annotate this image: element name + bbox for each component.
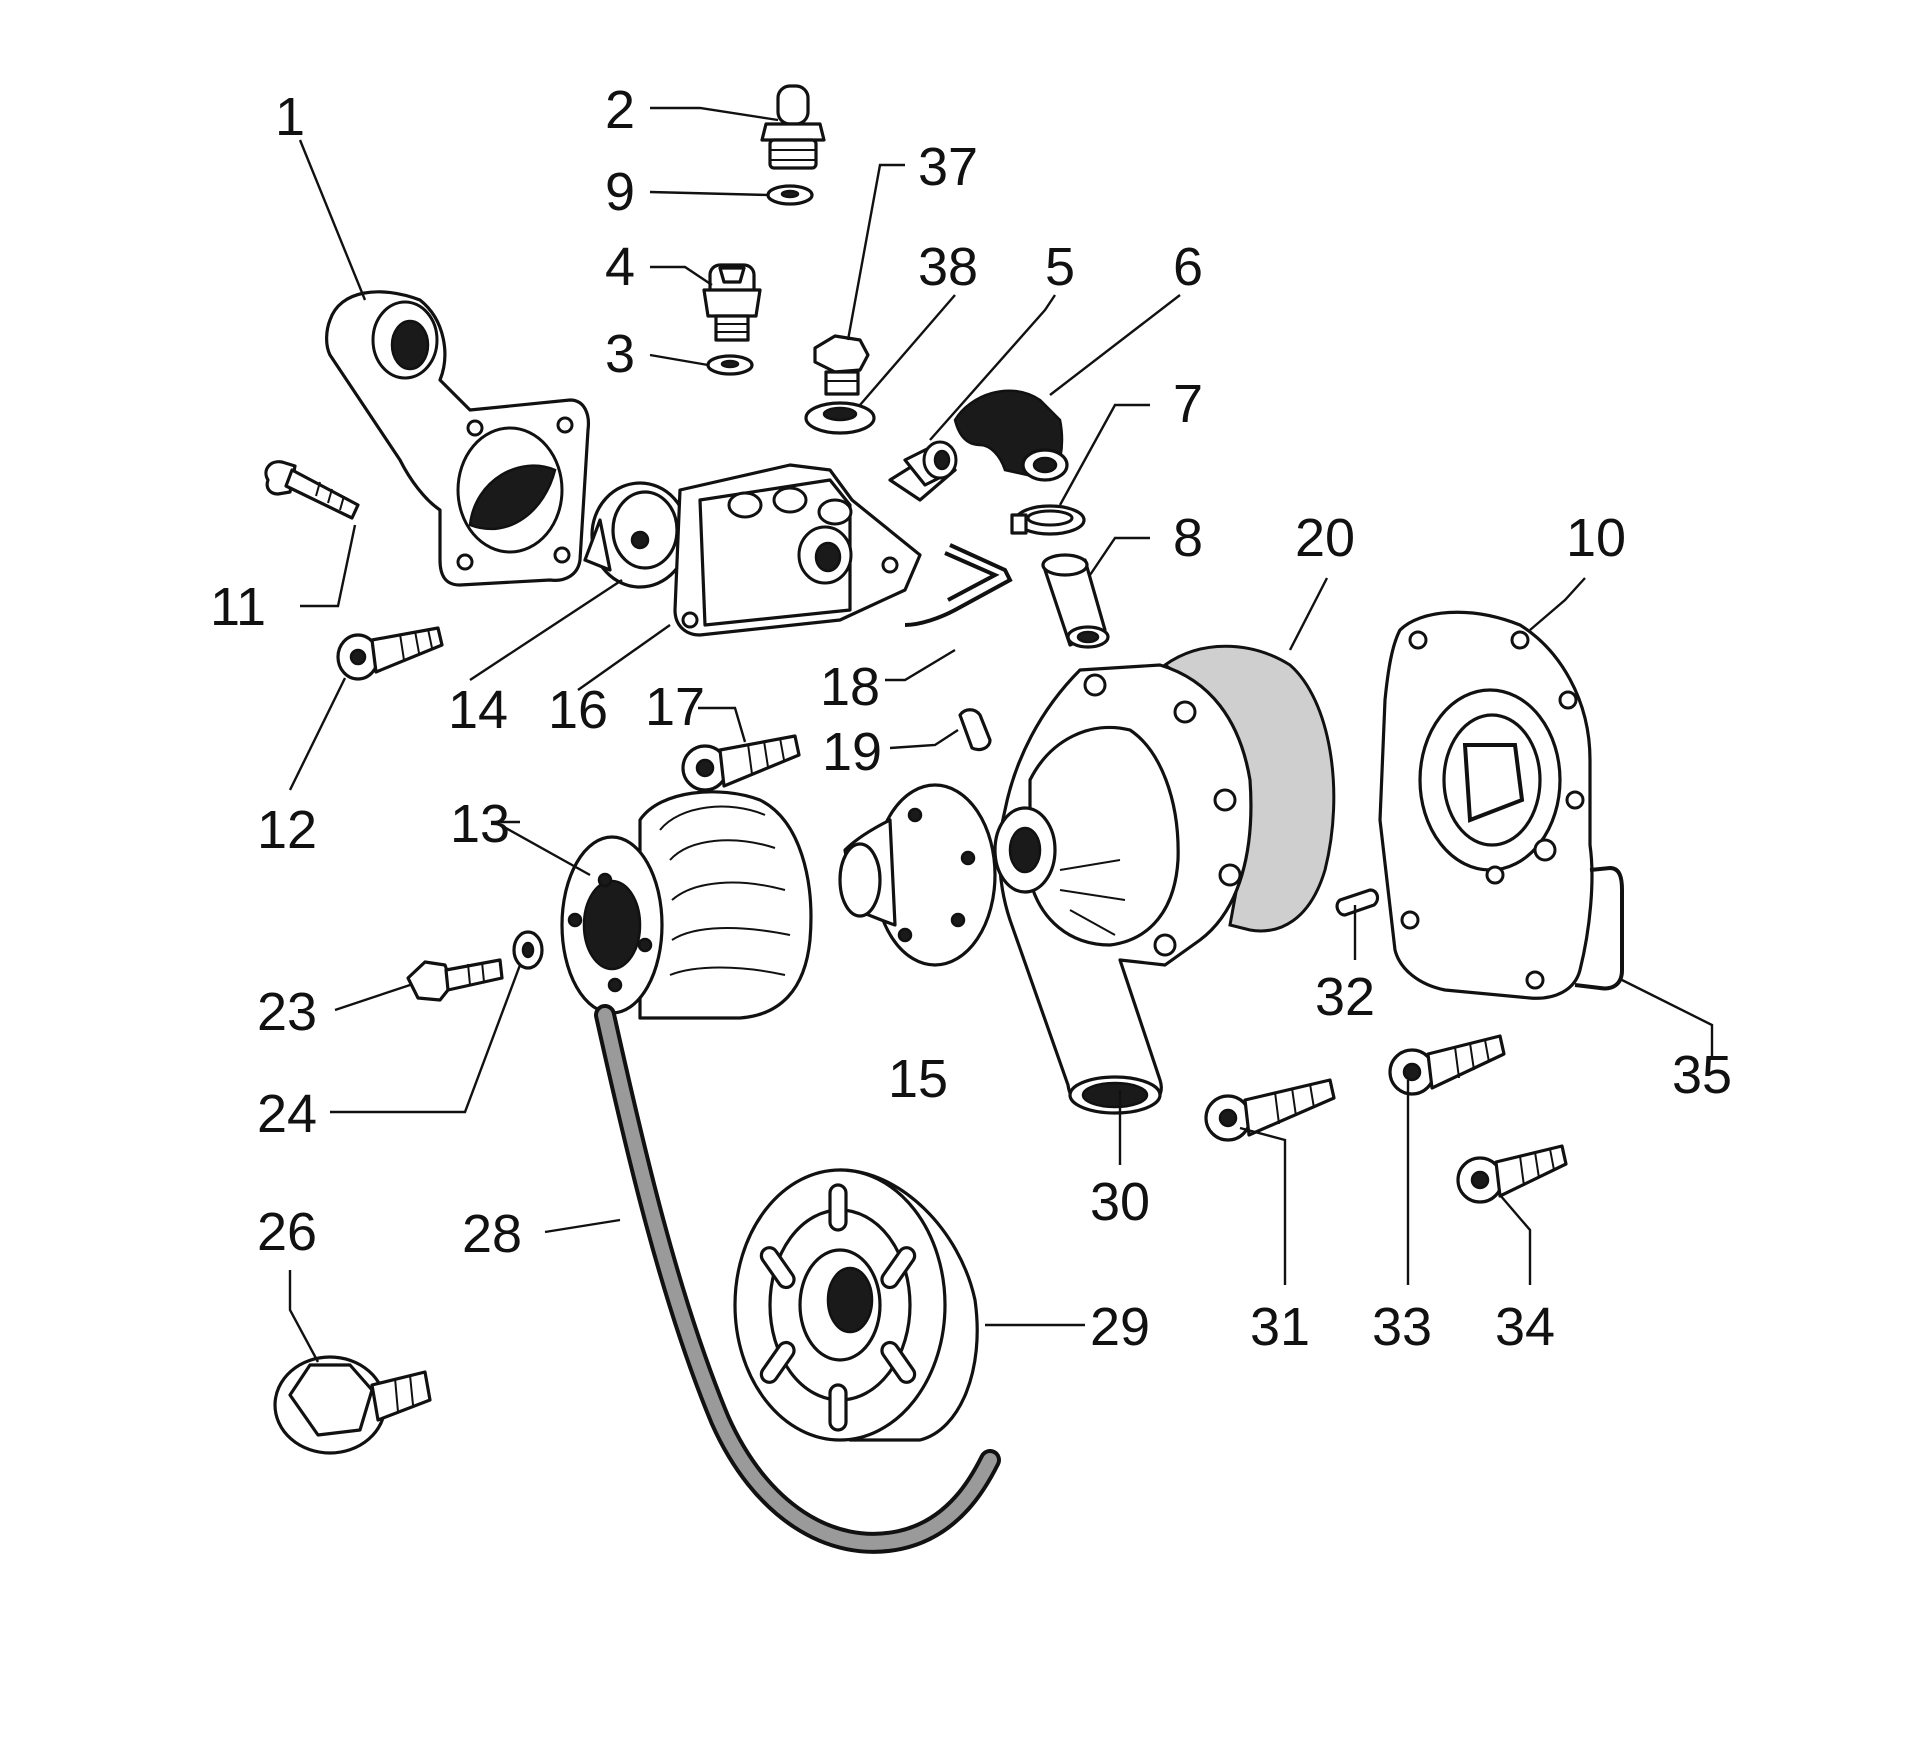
callout-32: 32 xyxy=(1315,967,1375,1027)
part-34-cap-screw xyxy=(1456,1144,1568,1204)
callout-1: 1 xyxy=(275,87,305,147)
part-26-flange-bolt xyxy=(273,1355,432,1455)
callout-34: 34 xyxy=(1495,1297,1555,1357)
callout-20: 20 xyxy=(1295,508,1355,568)
part-9-washer xyxy=(766,184,814,206)
part-6-elbow-hose xyxy=(953,389,1069,482)
leader-lines xyxy=(288,106,1714,1363)
callout-30: 30 xyxy=(1090,1172,1150,1232)
callout-38: 38 xyxy=(918,237,978,297)
part-37-hex-plug xyxy=(813,334,870,396)
part-28-drive-belt xyxy=(594,1004,1001,1554)
callout-5: 5 xyxy=(1045,237,1075,297)
part-18-wire-clip xyxy=(904,543,1013,627)
callout-24: 24 xyxy=(257,1084,317,1144)
callout-labels: 1 2 3 4 5 6 7 8 9 10 11 12 13 14 15 16 1… xyxy=(210,80,1732,1357)
callout-19: 19 xyxy=(822,722,882,782)
callout-11: 11 xyxy=(210,577,266,637)
part-16-thermostat-housing xyxy=(673,463,922,637)
callout-26: 26 xyxy=(257,1202,317,1262)
part-33-cap-screw xyxy=(1388,1034,1506,1096)
callout-14: 14 xyxy=(448,680,508,740)
callout-4: 4 xyxy=(605,237,635,297)
part-17-cap-screw xyxy=(681,734,801,792)
part-14-thermostat xyxy=(583,481,690,589)
callout-15: 15 xyxy=(888,1049,948,1109)
callout-28: 28 xyxy=(462,1204,522,1264)
part-7-hose-clamp xyxy=(1010,504,1086,536)
part-8-hose xyxy=(1041,553,1110,649)
callout-12: 12 xyxy=(257,800,317,860)
part-24-washer xyxy=(512,930,544,970)
part-30-water-pump xyxy=(993,663,1253,1115)
callout-9: 9 xyxy=(605,162,635,222)
callout-6: 6 xyxy=(1173,237,1203,297)
part-11-bolt xyxy=(264,460,360,520)
part-10-cover-plate xyxy=(1378,610,1594,1000)
part-23-hex-bolt xyxy=(406,958,504,1002)
callout-7: 7 xyxy=(1173,374,1203,434)
callout-2: 2 xyxy=(605,80,635,140)
part-15-hub xyxy=(838,783,997,967)
callout-17: 17 xyxy=(645,677,705,737)
callout-16: 16 xyxy=(548,680,608,740)
part-3-washer xyxy=(706,354,754,376)
callout-31: 31 xyxy=(1250,1297,1310,1357)
part-32-pin xyxy=(1335,888,1380,917)
part-29-crank-pulley xyxy=(733,1168,979,1442)
part-12-cap-screw xyxy=(336,626,444,681)
part-4-sender xyxy=(702,263,762,342)
part-35-seal xyxy=(1574,865,1624,991)
callout-23: 23 xyxy=(257,982,317,1042)
callout-18: 18 xyxy=(820,657,880,717)
callout-37: 37 xyxy=(918,137,978,197)
callout-33: 33 xyxy=(1372,1297,1432,1357)
callout-8: 8 xyxy=(1173,508,1203,568)
part-13-pulley xyxy=(560,790,813,1020)
part-19-dowel-pin xyxy=(958,708,992,752)
part-5-nipple xyxy=(888,440,958,502)
callout-29: 29 xyxy=(1090,1297,1150,1357)
callout-35: 35 xyxy=(1672,1045,1732,1105)
callout-13: 13 xyxy=(450,794,510,854)
callout-3: 3 xyxy=(605,324,635,384)
part-2-plug xyxy=(760,84,826,170)
part-1-bracket xyxy=(325,290,591,587)
part-38-seal-ring xyxy=(804,401,876,435)
callout-10: 10 xyxy=(1566,508,1626,568)
part-31-cap-screw xyxy=(1204,1078,1336,1142)
